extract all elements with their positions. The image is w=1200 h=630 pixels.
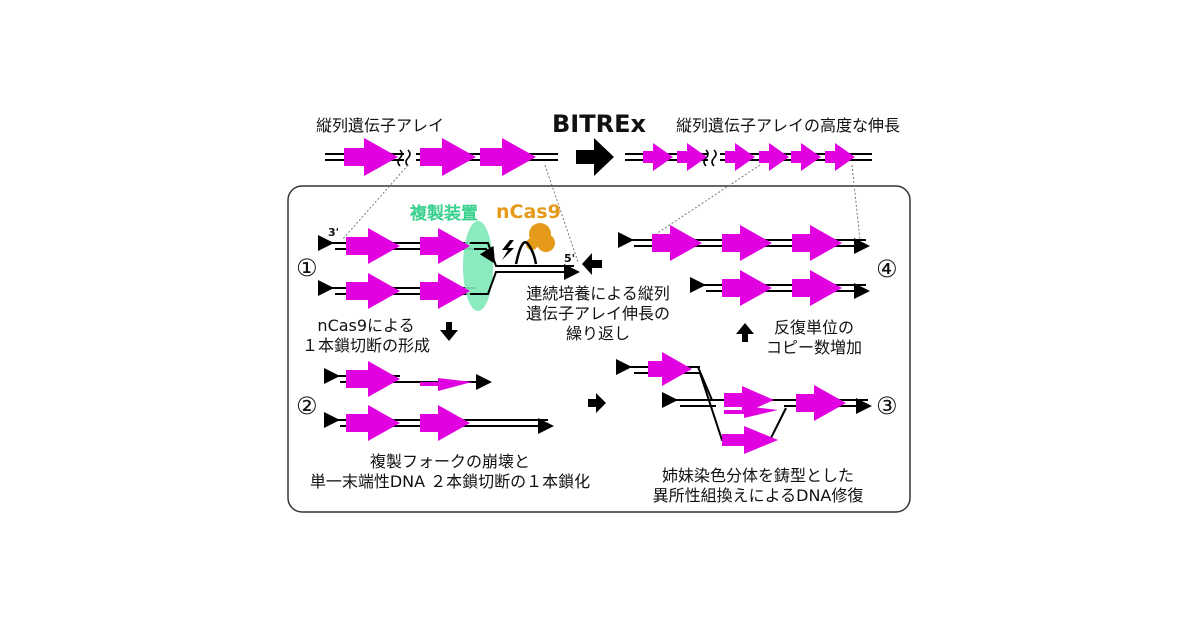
block-arrow-icon — [736, 323, 754, 342]
lightning-icon — [502, 240, 514, 260]
zoom-guide-lines — [341, 164, 861, 263]
gene-arrow — [643, 143, 673, 171]
nick-caption-line2: １本鎖切断の形成 — [301, 336, 430, 355]
fork-caption-line1: 複製フォークの崩壊と — [369, 452, 530, 471]
repair-caption: 姉妹染色分体を鋳型とした 異所性組換えによるDNA修復 — [640, 466, 876, 506]
step-number-4: ④ — [876, 255, 898, 283]
gene-arrow — [346, 273, 400, 309]
gene-arrow — [724, 406, 778, 418]
gene-arrow — [480, 138, 536, 176]
nick-caption-line1: nCas9による — [317, 316, 415, 335]
gene-arrow — [724, 386, 774, 414]
process-panel — [287, 185, 911, 513]
block-arrow-icon — [440, 322, 458, 341]
gene-arrow — [725, 143, 755, 171]
replication-machinery-label: 複製装置 — [410, 204, 478, 224]
three-prime-label: 3' — [328, 226, 340, 239]
top-right-label: 縦列遺伝子アレイの高度な伸長 — [676, 116, 901, 135]
continuous-culture-caption: 連続培養による縦列 遺伝子アレイ伸長の 繰り返し — [506, 284, 690, 344]
gene-arrow — [420, 378, 472, 391]
fork-caption-line2: 単一末端性DNA ２本鎖切断の１本鎖化 — [309, 472, 591, 491]
top-left-label: 縦列遺伝子アレイ — [316, 116, 445, 135]
nick-caption: nCas9による １本鎖切断の形成 — [300, 316, 432, 356]
gene-arrow — [346, 228, 400, 264]
copy-increase-caption: 反復単位の コピー数増加 — [758, 318, 870, 358]
gene-arrow — [759, 143, 789, 171]
gene-arrow — [652, 225, 702, 261]
gene-arrow — [792, 270, 842, 306]
gene-arrow — [791, 143, 821, 171]
block-arrow-icon — [576, 138, 614, 176]
step-number-3: ③ — [876, 392, 898, 420]
fork-collapse-caption: 複製フォークの崩壊と 単一末端性DNA ２本鎖切断の１本鎖化 — [300, 452, 600, 492]
continuous-caption-line2: 遺伝子アレイ伸長の — [525, 304, 670, 323]
continuous-caption-line3: 繰り返し — [565, 324, 630, 343]
gene-arrow — [346, 361, 400, 397]
step3-recombination-repair — [616, 352, 872, 454]
copy-caption-line1: 反復単位の — [773, 318, 854, 337]
gene-arrow — [796, 385, 846, 421]
five-prime-label: 5' — [564, 252, 576, 265]
step-number-1: ① — [296, 254, 318, 282]
gene-arrow — [420, 138, 476, 176]
top-left-array — [325, 138, 558, 176]
gene-arrow — [420, 228, 470, 264]
replisome-blob — [463, 221, 493, 311]
break-symbol-icon — [397, 149, 403, 167]
step-number-2: ② — [296, 392, 318, 420]
repair-caption-line1: 姉妹染色分体を鋳型とした — [661, 466, 854, 485]
ncas9-label: nCas9 — [496, 201, 561, 223]
gene-arrow — [722, 225, 772, 261]
step2-fork-collapse — [324, 361, 554, 441]
continuous-caption-line1: 連続培養による縦列 — [526, 284, 670, 303]
block-arrow-icon — [582, 253, 602, 275]
step1-replication-fork — [318, 221, 580, 311]
gene-arrow — [722, 426, 778, 454]
repair-caption-line2: 異所性組換えによるDNA修復 — [652, 486, 864, 505]
top-right-array — [625, 143, 872, 171]
step4-copy-increase — [618, 225, 870, 306]
gene-arrow — [677, 143, 707, 171]
gene-arrow — [722, 270, 772, 306]
gene-arrow — [346, 405, 400, 441]
bitrex-title: BITREx — [552, 110, 646, 138]
gene-arrow — [344, 138, 398, 176]
gene-arrow — [648, 352, 692, 386]
guide-rna — [514, 241, 538, 265]
copy-caption-line2: コピー数増加 — [765, 338, 862, 357]
gene-arrow — [792, 225, 842, 261]
gene-arrow — [825, 143, 855, 171]
gene-arrow — [420, 273, 470, 309]
block-arrow-icon — [588, 393, 606, 413]
gene-arrow — [420, 405, 470, 441]
